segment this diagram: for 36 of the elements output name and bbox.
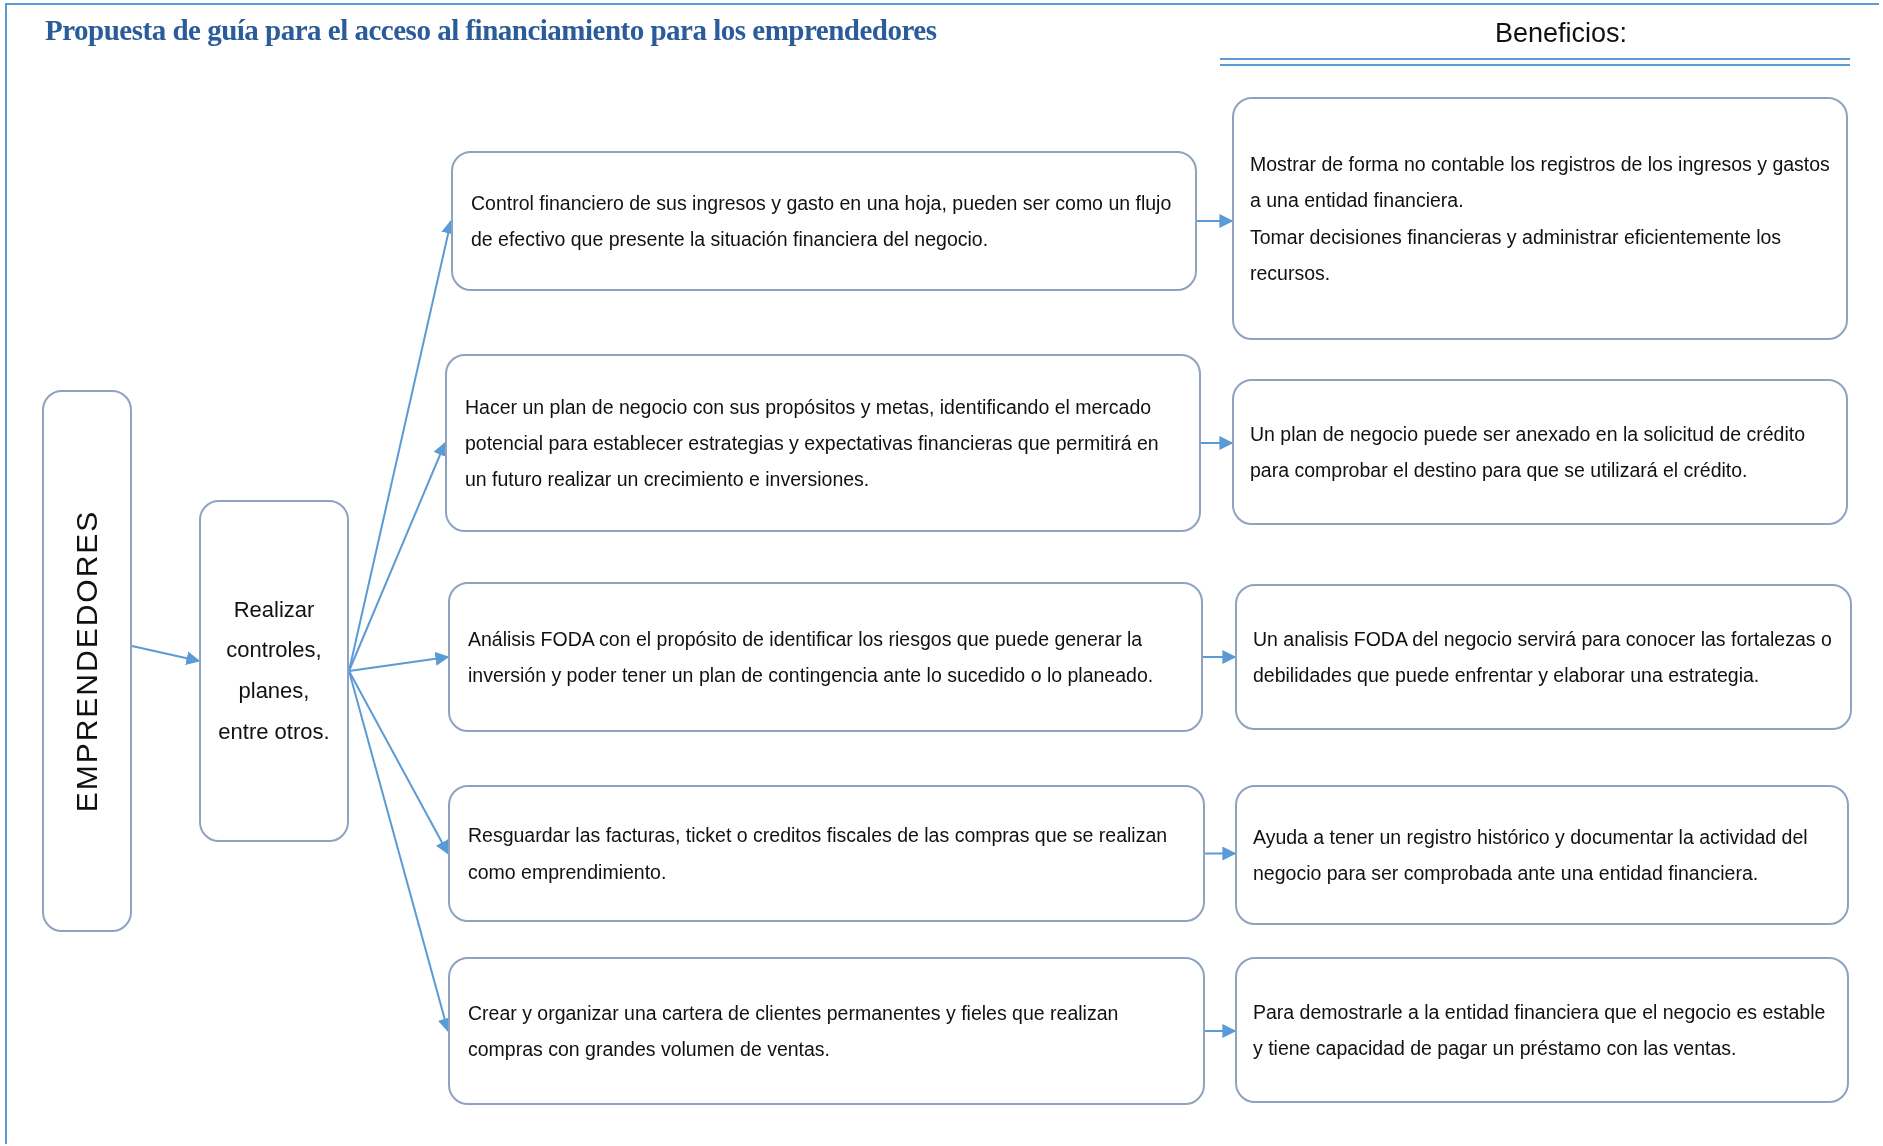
benefit-box: [1232, 97, 1848, 340]
arrow: [1202, 650, 1237, 664]
action-box: [199, 500, 349, 842]
box-text: Control financiero de sus ingresos y gasto en una hoja, pueden ser como un flujo de efectivo que presente la situación financiera del negocio.: [471, 190, 1173, 252]
vertical-label: EMPRENDEDORES: [72, 509, 102, 813]
box-text: Para demostrarle a la entidad financiera que el negocio es estable y tiene capacidad de pagar un préstamo con las ventas.: [1253, 999, 1827, 1061]
benefit-box: [1235, 584, 1852, 730]
arrow: [1204, 1024, 1237, 1038]
arrow: [1196, 214, 1234, 228]
section-heading: Beneficios:: [1495, 18, 1628, 49]
box-text: Realizar controles, planes, entre otros.: [217, 595, 331, 746]
arrow: [348, 651, 450, 672]
box-text: Análisis FODA con el propósito de identificar los riesgos que puede generar la inversión y poder tener un plan de contingencia ante lo sucedido o lo planeado.: [468, 626, 1155, 688]
guide-step-box: [448, 582, 1203, 732]
arrow: [131, 645, 201, 666]
guide-step-box: [448, 785, 1205, 922]
benefit-box: [1235, 785, 1849, 925]
guide-step-box: [445, 354, 1201, 532]
arrow: [348, 670, 449, 855]
box-text: Tomar decisiones financieras y administrar eficientemente los recursos.: [1250, 224, 1783, 286]
arrow: [348, 441, 447, 672]
benefit-box: [1232, 379, 1848, 525]
box-text: Ayuda a tener un registro histórico y documentar la actividad del negocio para ser comprobada ante una entidad financiera.: [1253, 824, 1809, 886]
benefit-box: [1235, 957, 1849, 1103]
actor-box: [42, 390, 132, 932]
arrow: [1200, 436, 1234, 450]
guide-step-box: [451, 151, 1197, 291]
box-text: Un plan de negocio puede ser anexado en la solicitud de crédito para comprobar el destino para que se utilizará el crédito.: [1250, 421, 1807, 483]
box-text: Mostrar de forma no contable los registros de los ingresos y gastos a una entidad financiera.: [1250, 152, 1830, 214]
box-text: Un analisis FODA del negocio servirá para conocer las fortalezas o debilidades que puede enfrentar y elaborar una estrategia.: [1253, 626, 1833, 688]
guide-step-box: [448, 957, 1205, 1105]
box-text: Hacer un plan de negocio con sus propósitos y metas, identificando el mercado potencial para establecer estrategias y expectativas financieras que permitirá en un futuro realizar un crecimiento e inversiones.: [465, 394, 1160, 493]
arrow: [1204, 846, 1237, 861]
title: Propuesta de guía para el acceso al financiamiento para los emprendedores: [45, 14, 937, 47]
box-text: Crear y organizar una cartera de clientes permanentes y fieles que realizan compras con grandes volumen de ventas.: [468, 1000, 1120, 1062]
box-text: Resguardar las facturas, ticket o creditos fiscales de las compras que se realizan como emprendimiento.: [468, 823, 1169, 885]
